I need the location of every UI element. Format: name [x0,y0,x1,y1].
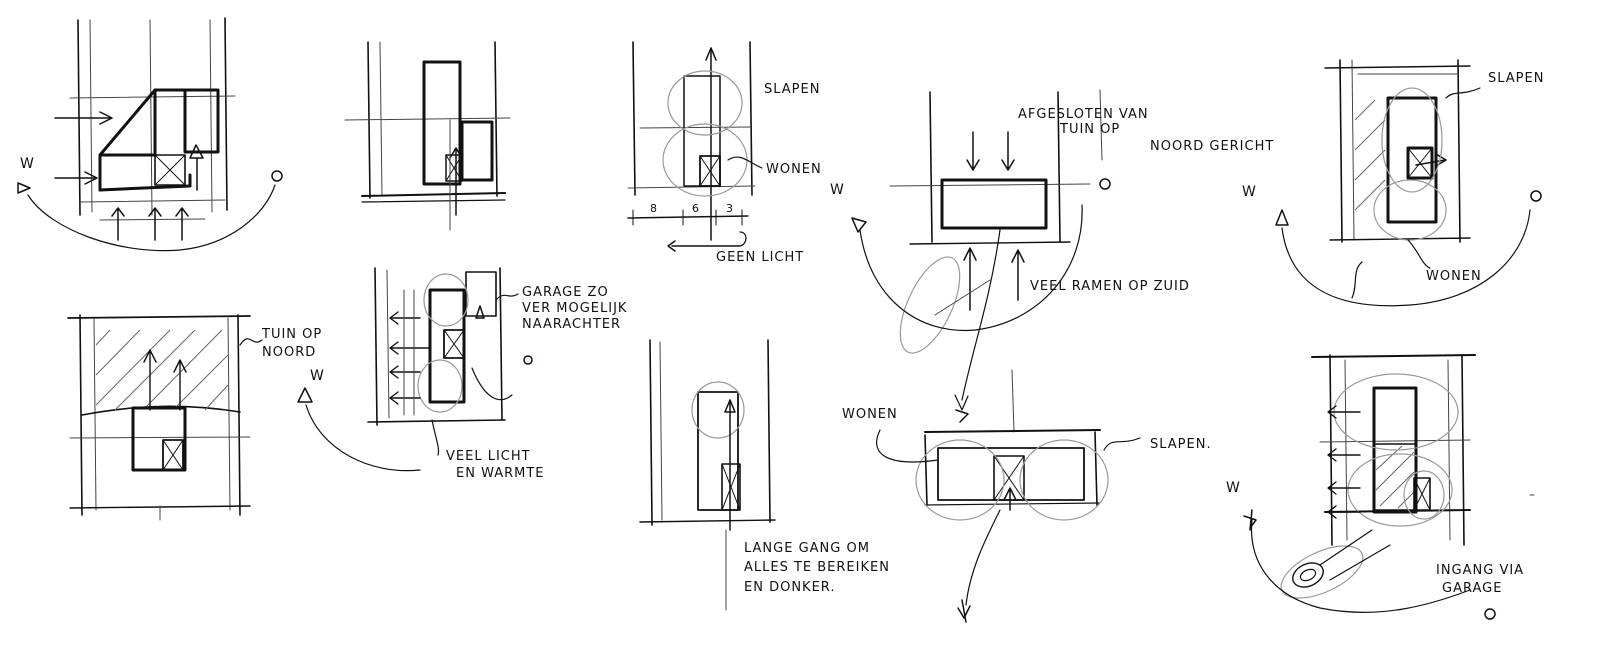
garage-note-1: GARAGE ZO [522,285,609,300]
sketch-5: SLAPEN W O WONEN [1242,59,1549,307]
sketch-3: SLAPEN WONEN W 8 6 3 GEEN LICHT [627,41,844,265]
hallway-note-3: EN DONKER. [744,580,835,595]
east-label: O [278,169,289,185]
sketch-1: W O [17,17,289,252]
garden-north-note-1: TUIN OP [261,327,322,342]
sleep-label: SLAPEN [764,82,820,97]
west-label: W [1242,184,1256,200]
live-label: WONEN [766,162,822,177]
east-label: O [1112,178,1123,194]
west-label: W [20,156,34,172]
sketch-7: GARAGE ZO VER MOGELIJK NAARACHTER O VEEL… [367,267,627,481]
garage-note-2: VER MOGELIJK [522,301,627,316]
sketch-9: WONEN SLAPEN. [842,369,1212,623]
hallway-note-1: LANGE GANG OM [744,541,870,556]
sketch-2 [344,41,511,231]
south-windows-note: VEEL RAMEN OP ZUID [1030,279,1190,294]
east-label: O [534,353,545,369]
sketch-6: TUIN OP NOORD W [67,314,421,521]
closed-note-2: TUIN OP [1059,122,1120,137]
east-label: O [1538,190,1549,206]
live-label: WONEN [1426,269,1482,284]
live-label: WONEN [842,407,898,422]
sketch-10: W INGANG VIA GARAGE O [1226,354,1535,623]
west-label: W [830,182,844,198]
hallway-note-2: ALLES TE BEREIKEN [744,560,890,575]
entry-note-2: GARAGE [1442,581,1502,596]
dim-6: 6 [692,202,699,215]
closed-note-3: NOORD GERICHT [1150,139,1274,154]
sleep-label: SLAPEN. [1150,437,1212,452]
entry-note-1: INGANG VIA [1436,563,1524,578]
west-label: W [1226,480,1240,496]
sketch-8: LANGE GANG OM ALLES TE BEREIKEN EN DONKE… [639,339,890,611]
west-label: W [310,368,324,384]
light-note-2: EN WARMTE [456,466,545,481]
light-note-1: VEEL LICHT [446,449,531,464]
sketch-4: AFGESLOTEN VAN TUIN OP NOORD GERICHT O V… [851,89,1274,411]
dim-8: 8 [650,202,657,215]
closed-note-1: AFGESLOTEN VAN [1018,107,1149,122]
garage-note-3: NAARACHTER [522,317,621,332]
garden-north-note-2: NOORD [262,345,316,360]
sleep-label: SLAPEN [1488,71,1544,86]
dim-3: 3 [726,202,733,215]
east-label: O [1496,607,1507,623]
no-light-note: GEEN LICHT [716,250,804,265]
